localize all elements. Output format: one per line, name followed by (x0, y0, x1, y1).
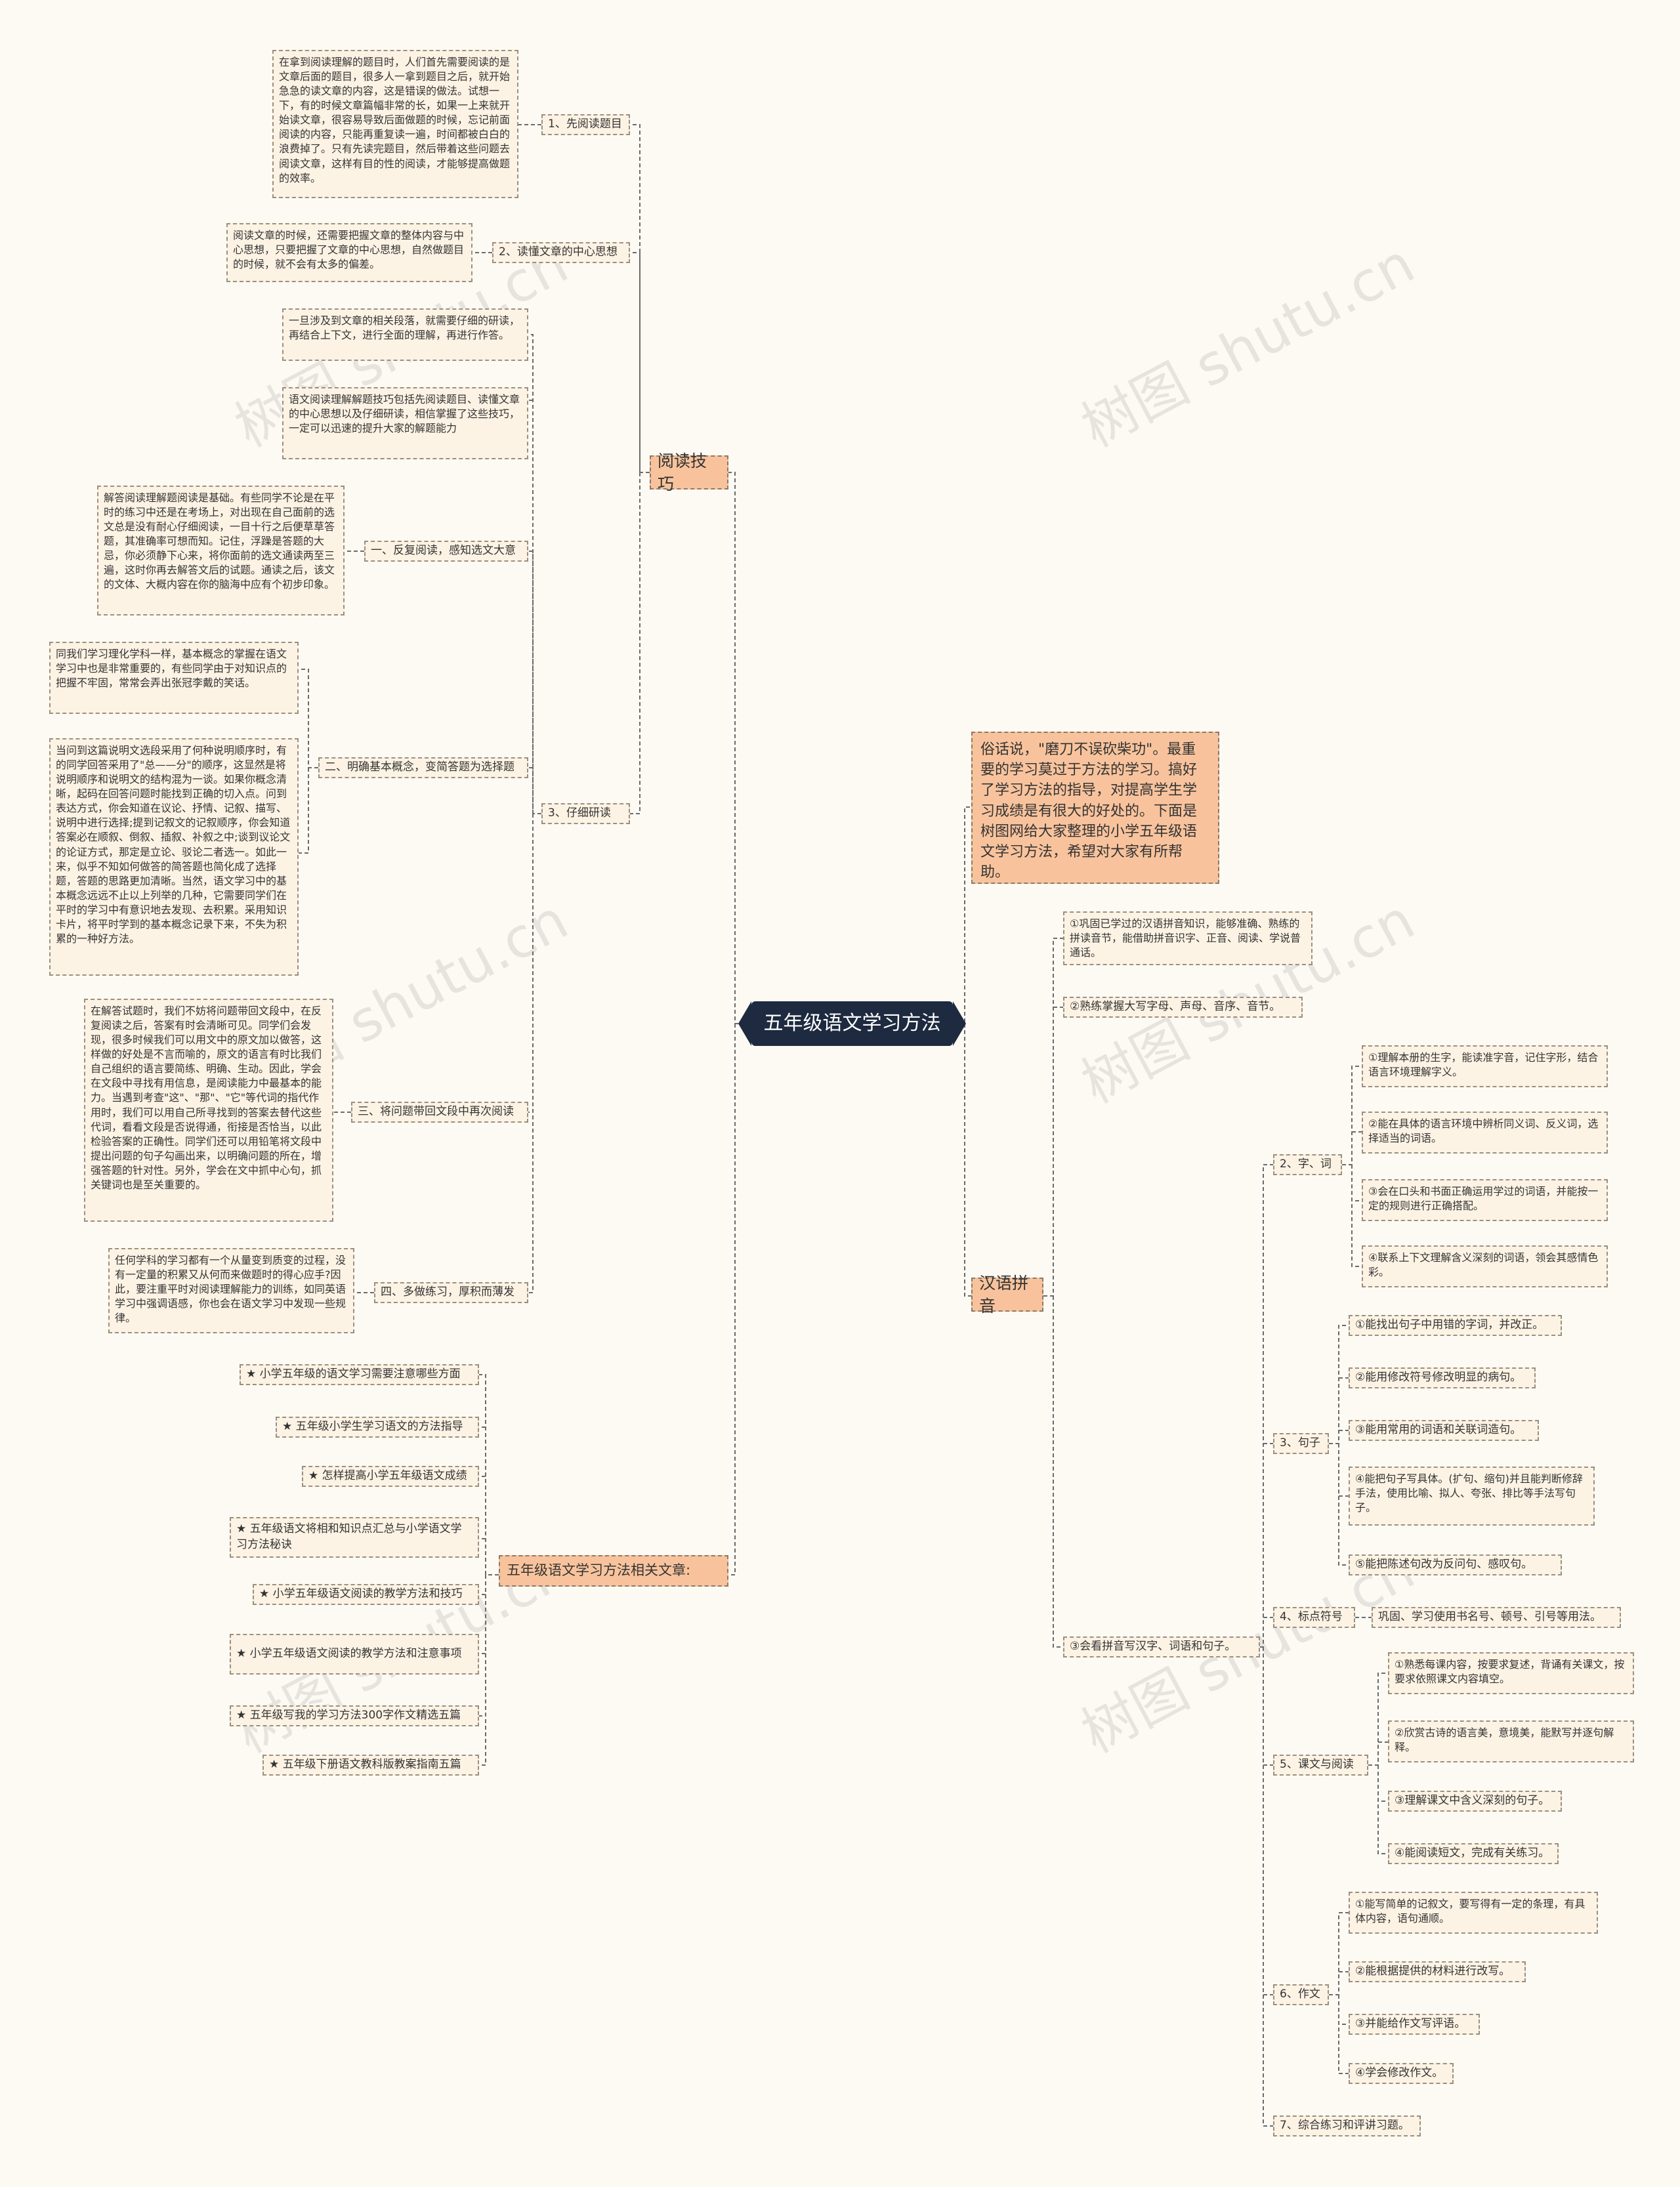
back-to-text-node[interactable]: 三、将问题带回文段中再次阅读 (351, 1102, 528, 1123)
pinyin-node[interactable]: 汉语拼音 (971, 1274, 1043, 1316)
words-node[interactable]: 2、字、词 (1273, 1154, 1342, 1175)
article-link[interactable]: ★ 五年级下册语文教科版教案指南五篇 (262, 1755, 479, 1776)
careful-text-a: 一旦涉及到文章的相关段落，就需要仔细的研读，再结合上下文，进行全面的理解，再进行… (282, 308, 528, 361)
text-reading-node[interactable]: 5、课文与阅读 (1273, 1755, 1368, 1776)
article-link[interactable]: ★ 五年级语文将相和知识点汇总与小学语文学习方法秘诀 (230, 1517, 479, 1558)
text-reading-item[interactable]: ③理解课文中含义深刻的句子。 (1388, 1791, 1562, 1812)
main-idea-text: 阅读文章的时候，还需要把握文章的整体内容与中心思想，只要把握了文章的中心思想，自… (226, 223, 472, 282)
pinyin-point-2[interactable]: ②熟练掌握大写字母、声母、音序、音节。 (1063, 997, 1303, 1018)
careful-text-b: 语文阅读理解解题技巧包括先阅读题目、读懂文章的中心思想以及仔细研读，相信掌握了这… (282, 387, 528, 459)
sentences-item: ④能把句子写具体。(扩句、缩句)并且能判断修辞手法，使用比喻、拟人、夸张、排比等… (1349, 1467, 1595, 1526)
words-item: ①理解本册的生字，能读准字音，记住字形，结合语言环境理解字义。 (1362, 1045, 1608, 1087)
article-link[interactable]: ★ 小学五年级的语文学习需要注意哪些方面 (240, 1364, 479, 1385)
sentences-item[interactable]: ③能用常用的词语和关联词造句。 (1349, 1420, 1539, 1441)
first-read-node[interactable]: 1、先阅读题目 (541, 114, 630, 135)
composition-item[interactable]: ③并能给作文写评语。 (1349, 2014, 1480, 2035)
practice-more-node[interactable]: 四、多做练习，厚积而薄发 (374, 1282, 528, 1303)
text-reading-item: ①熟悉每课内容，按要求复述，背诵有关课文，按要求依照课文内容填空。 (1388, 1652, 1634, 1694)
composition-node[interactable]: 6、作文 (1273, 1984, 1329, 2005)
sentences-item[interactable]: ⑤能把陈述句改为反问句、感叹句。 (1349, 1554, 1562, 1575)
sentences-item[interactable]: ②能用修改符号修改明显的病句。 (1349, 1367, 1536, 1388)
concept-text-a: 同我们学习理化学科一样，基本概念的掌握在语文学习中也是非常重要的，有些同学由于对… (49, 642, 299, 714)
practice-more-text: 任何学科的学习都有一个从量变到质变的过程，没有一定量的积累又从何而来做题时的得心… (108, 1248, 354, 1333)
words-item: ③会在口头和书面正确运用学过的词语，并能按一定的规则进行正确搭配。 (1362, 1179, 1608, 1221)
back-to-text-text: 在解答试题时，我们不妨将问题带回文段中，在反复阅读之后，答案有时会清晰可见。同学… (84, 999, 333, 1222)
repeat-reading-node[interactable]: 一、反复阅读，感知选文大意 (364, 541, 528, 562)
practice-node[interactable]: 7、综合练习和评讲习题。 (1273, 2115, 1421, 2136)
composition-item[interactable]: ④学会修改作文。 (1349, 2063, 1454, 2084)
first-read-text: 在拿到阅读理解的题目时，人们首先需要阅读的是文章后面的题目，很多人一拿到题目之后… (272, 50, 518, 198)
sentences-item[interactable]: ①能找出句子中用错的字词，并改正。 (1349, 1315, 1562, 1336)
root-node[interactable]: 五年级语文学习方法 (738, 1001, 966, 1046)
article-link[interactable]: ★ 小学五年级语文阅读的教学方法和注意事项 (230, 1634, 479, 1675)
sentences-node[interactable]: 3、句子 (1273, 1433, 1329, 1454)
article-link[interactable]: ★ 五年级写我的学习方法300字作文精选五篇 (230, 1705, 479, 1726)
words-item: ④联系上下文理解含义深刻的词语，领会其感情色彩。 (1362, 1245, 1608, 1287)
intro-text[interactable]: 俗话说，"磨刀不误砍柴功"。最重要的学习莫过于方法的学习。搞好了学习方法的指导，… (971, 732, 1219, 884)
repeat-reading-text: 解答阅读理解题阅读是基础。有些同学不论是在平时的练习中还是在考场上，对出现在自己… (97, 486, 345, 615)
main-idea-node[interactable]: 2、读懂文章的中心思想 (492, 242, 630, 263)
pinyin-point-1: ①巩固已学过的汉语拼音知识，能够准确、熟练的拼读音节，能借助拼音识字、正音、阅读… (1063, 911, 1312, 965)
words-item: ②能在具体的语言环境中辨析同义词、反义词，选择适当的词语。 (1362, 1112, 1608, 1154)
punctuation-node[interactable]: 4、标点符号 (1273, 1607, 1355, 1628)
article-link[interactable]: ★ 小学五年级语文阅读的教学方法和技巧 (253, 1584, 479, 1605)
pinyin-point-3[interactable]: ③会看拼音写汉字、词语和句子。 (1063, 1636, 1260, 1657)
reading-skills-node[interactable]: 阅读技巧 (650, 451, 728, 493)
composition-item[interactable]: ②能根据提供的材料进行改写。 (1349, 1961, 1526, 1982)
careful-read-node[interactable]: 3、仔细研读 (541, 803, 630, 824)
concept-text-b: 当问到这篇说明文选段采用了何种说明顺序时，有的同学回答采用了"总——分"的顺序，… (49, 738, 299, 976)
concept-node[interactable]: 二、明确基本概念，变简答题为选择题 (318, 757, 528, 778)
article-link[interactable]: ★ 五年级小学生学习语文的方法指导 (276, 1417, 479, 1438)
text-reading-item[interactable]: ④能阅读短文，完成有关练习。 (1388, 1843, 1559, 1864)
text-reading-item: ②欣赏古诗的语言美，意境美，能默写并逐句解释。 (1388, 1720, 1634, 1762)
related-articles-node[interactable]: 五年级语文学习方法相关文章: (499, 1555, 728, 1587)
article-link[interactable]: ★ 怎样提高小学五年级语文成绩 (302, 1466, 479, 1487)
punctuation-text[interactable]: 巩固、学习使用书名号、顿号、引号等用法。 (1372, 1607, 1621, 1628)
composition-item: ①能写简单的记叙文，要写得有一定的条理，有具体内容，语句通顺。 (1349, 1892, 1598, 1934)
